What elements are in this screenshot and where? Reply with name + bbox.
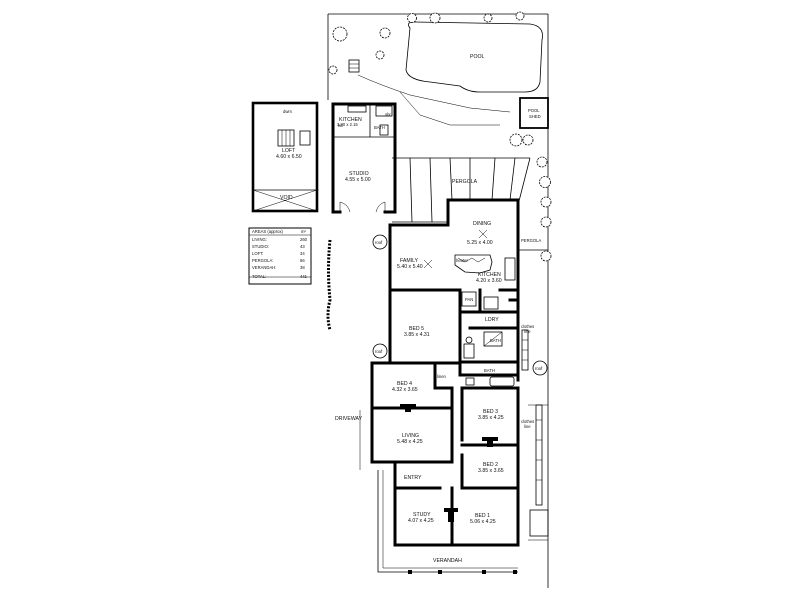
driveway-label: DRIVEWAY [335,416,363,422]
bed4-size: 4.32 x 3.65 [392,387,418,393]
svg-text:PERGOLA: PERGOLA [521,238,541,243]
dining-cross [478,229,488,239]
tree-icons [328,11,552,262]
bath-lower-label: BATH [484,368,495,373]
area-row-label: VERANDAH: [252,265,276,270]
pool-shed-label-2: SHED [529,114,541,119]
areas-title: AREAS (approx) [252,229,284,234]
studio-label: STUDIO [349,171,369,177]
verandah: VERANDAH [377,470,518,574]
area-row-value: 260 [300,237,308,242]
svg-text:roof: roof [375,349,383,354]
bed2-label: BED 2 [483,462,498,468]
areas-unit: m² [301,229,306,234]
svg-text:clothes: clothes [521,419,534,424]
study-size: 4.07 x 4.25 [408,518,434,524]
studio-kitchen-label: KITCHEN [339,117,362,123]
bed2-size: 3.85 x 3.65 [478,468,504,474]
bed4-label: BED 4 [397,381,412,387]
area-row-value: 441 [300,274,308,279]
loft-label: LOFT [282,148,296,154]
svg-text:shr: shr [385,112,391,117]
family-cross [423,259,433,269]
family-label: FAMILY [400,258,419,264]
area-row-value: 66 [300,258,305,263]
living-label: LIVING [402,433,419,439]
bath-fixtures [463,331,515,387]
pergola-top-label: PERGOLA [452,179,478,185]
garden-steps [348,59,360,73]
laundry-label: LDRY [485,317,499,323]
area-row-label: LIVING: [252,237,267,242]
area-row-label: STUDIO: [252,244,269,249]
dining-label: DINING [473,221,491,227]
area-row-label: PERGOLA: [252,258,273,263]
studio-bath-label: BATH [374,125,385,130]
loft: dwm LOFT 4.60 x 6.50 VOID [251,101,319,213]
pergola-side: PERGOLA [518,238,548,251]
bed1-label: BED 1 [475,513,490,519]
driveway: DRIVEWAY [326,239,363,470]
living-size: 5.48 x 4.25 [397,439,423,445]
svg-text:roof: roof [375,240,383,245]
garden-edge [357,74,511,113]
svg-text:line: line [524,424,531,429]
fireplace-icons [400,404,498,522]
studio-building: shr wc KITCHEN 3.80 x 2.15 BATH STUDIO 4… [331,102,397,214]
studio-size: 4.55 x 5.00 [345,177,371,183]
house-walls [370,198,520,547]
pool-label: POOL [470,54,485,60]
studio-kitchen-size: 3.80 x 2.15 [337,122,358,127]
kitchen-fixtures [454,254,516,310]
kitchen-size: 4.20 x 3.60 [476,278,502,284]
bed3-label: BED 3 [483,409,498,415]
svg-text:roof: roof [535,366,543,371]
svg-text:dwm: dwm [283,109,292,114]
kitchen-label: KITCHEN [478,272,501,278]
svg-text:wc: wc [338,123,343,128]
entry-label: ENTRY [404,475,422,481]
room-labels: DINING 5.25 x 4.00 FAMILY 5.40 x 5.40 he… [392,221,504,525]
dining-size: 5.25 x 4.00 [467,240,493,246]
bed5-label: BED 5 [409,326,424,332]
loft-void: VOID [280,195,293,201]
pool-shed: POOL SHED [519,97,549,129]
study-label: STUDY [413,512,431,518]
bed5-size: 3.85 x 4.31 [404,332,430,338]
linen-label: linen [437,374,447,379]
loft-size: 4.60 x 6.50 [276,154,302,160]
svg-text:line: line [524,329,531,334]
bed3-size: 3.85 x 4.25 [478,415,504,421]
clothes-lines: clothes line clothes line [521,324,549,537]
bed1-size: 5.06 x 4.25 [470,519,496,525]
loft-stair [277,129,295,147]
pool: POOL [405,21,543,93]
pergola-top: PERGOLA [392,157,531,223]
bath-main-label: BATH [490,338,501,343]
area-row-value: 34 [300,251,305,256]
area-row-label: LOFT: [252,251,263,256]
area-row-value: 43 [300,244,305,249]
area-row-value: 38 [300,265,305,270]
pantry-label: PAN [465,297,473,302]
heater-label: heater [456,258,468,263]
area-row-label: TOTAL: [252,274,266,279]
svg-text:clothes: clothes [521,324,534,329]
pool-shed-label-1: POOL [528,108,540,113]
verandah-label: VERANDAH [433,558,462,564]
family-size: 5.40 x 5.40 [397,264,423,270]
roof-markers: roof roof roof [372,234,548,376]
garden-edge-2 [399,91,500,126]
